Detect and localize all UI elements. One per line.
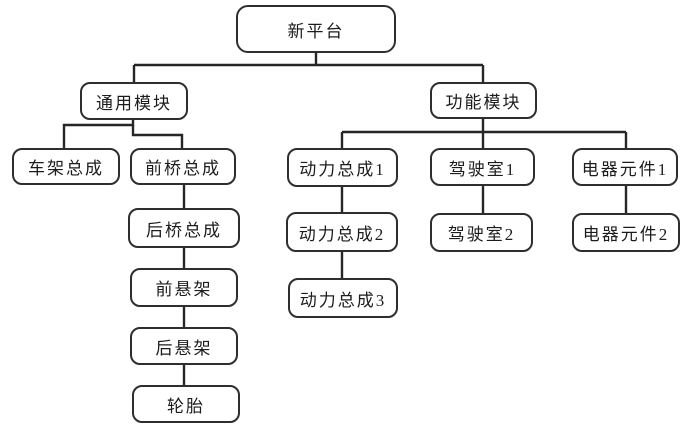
- node-front-suspension: 前悬架: [130, 268, 238, 307]
- node-tire: 轮胎: [132, 385, 240, 423]
- node-frame-assembly: 车架总成: [12, 148, 120, 185]
- node-electrical-component-1: 电器元件1: [572, 148, 678, 186]
- node-electrical-component-2: 电器元件2: [572, 213, 680, 252]
- node-function-module: 功能模块: [430, 82, 537, 119]
- node-cab-1: 驾驶室1: [430, 148, 535, 186]
- node-new-platform: 新平台: [236, 5, 396, 53]
- node-powertrain-2: 动力总成2: [286, 212, 398, 252]
- node-front-axle-assembly: 前桥总成: [130, 148, 236, 185]
- node-rear-axle-assembly: 后桥总成: [128, 208, 240, 248]
- node-powertrain-1: 动力总成1: [287, 148, 398, 187]
- node-common-module: 通用模块: [80, 82, 188, 120]
- edge-function-to-branches: [340, 119, 628, 148]
- node-powertrain-3: 动力总成3: [288, 278, 398, 318]
- node-rear-suspension: 后悬架: [130, 327, 238, 365]
- node-cab-2: 驾驶室2: [430, 213, 533, 252]
- edge-root-to-branches: [132, 53, 485, 82]
- edge-common-to-frame-assembly: [62, 120, 135, 148]
- edge-common-to-front-axle: [131, 125, 184, 148]
